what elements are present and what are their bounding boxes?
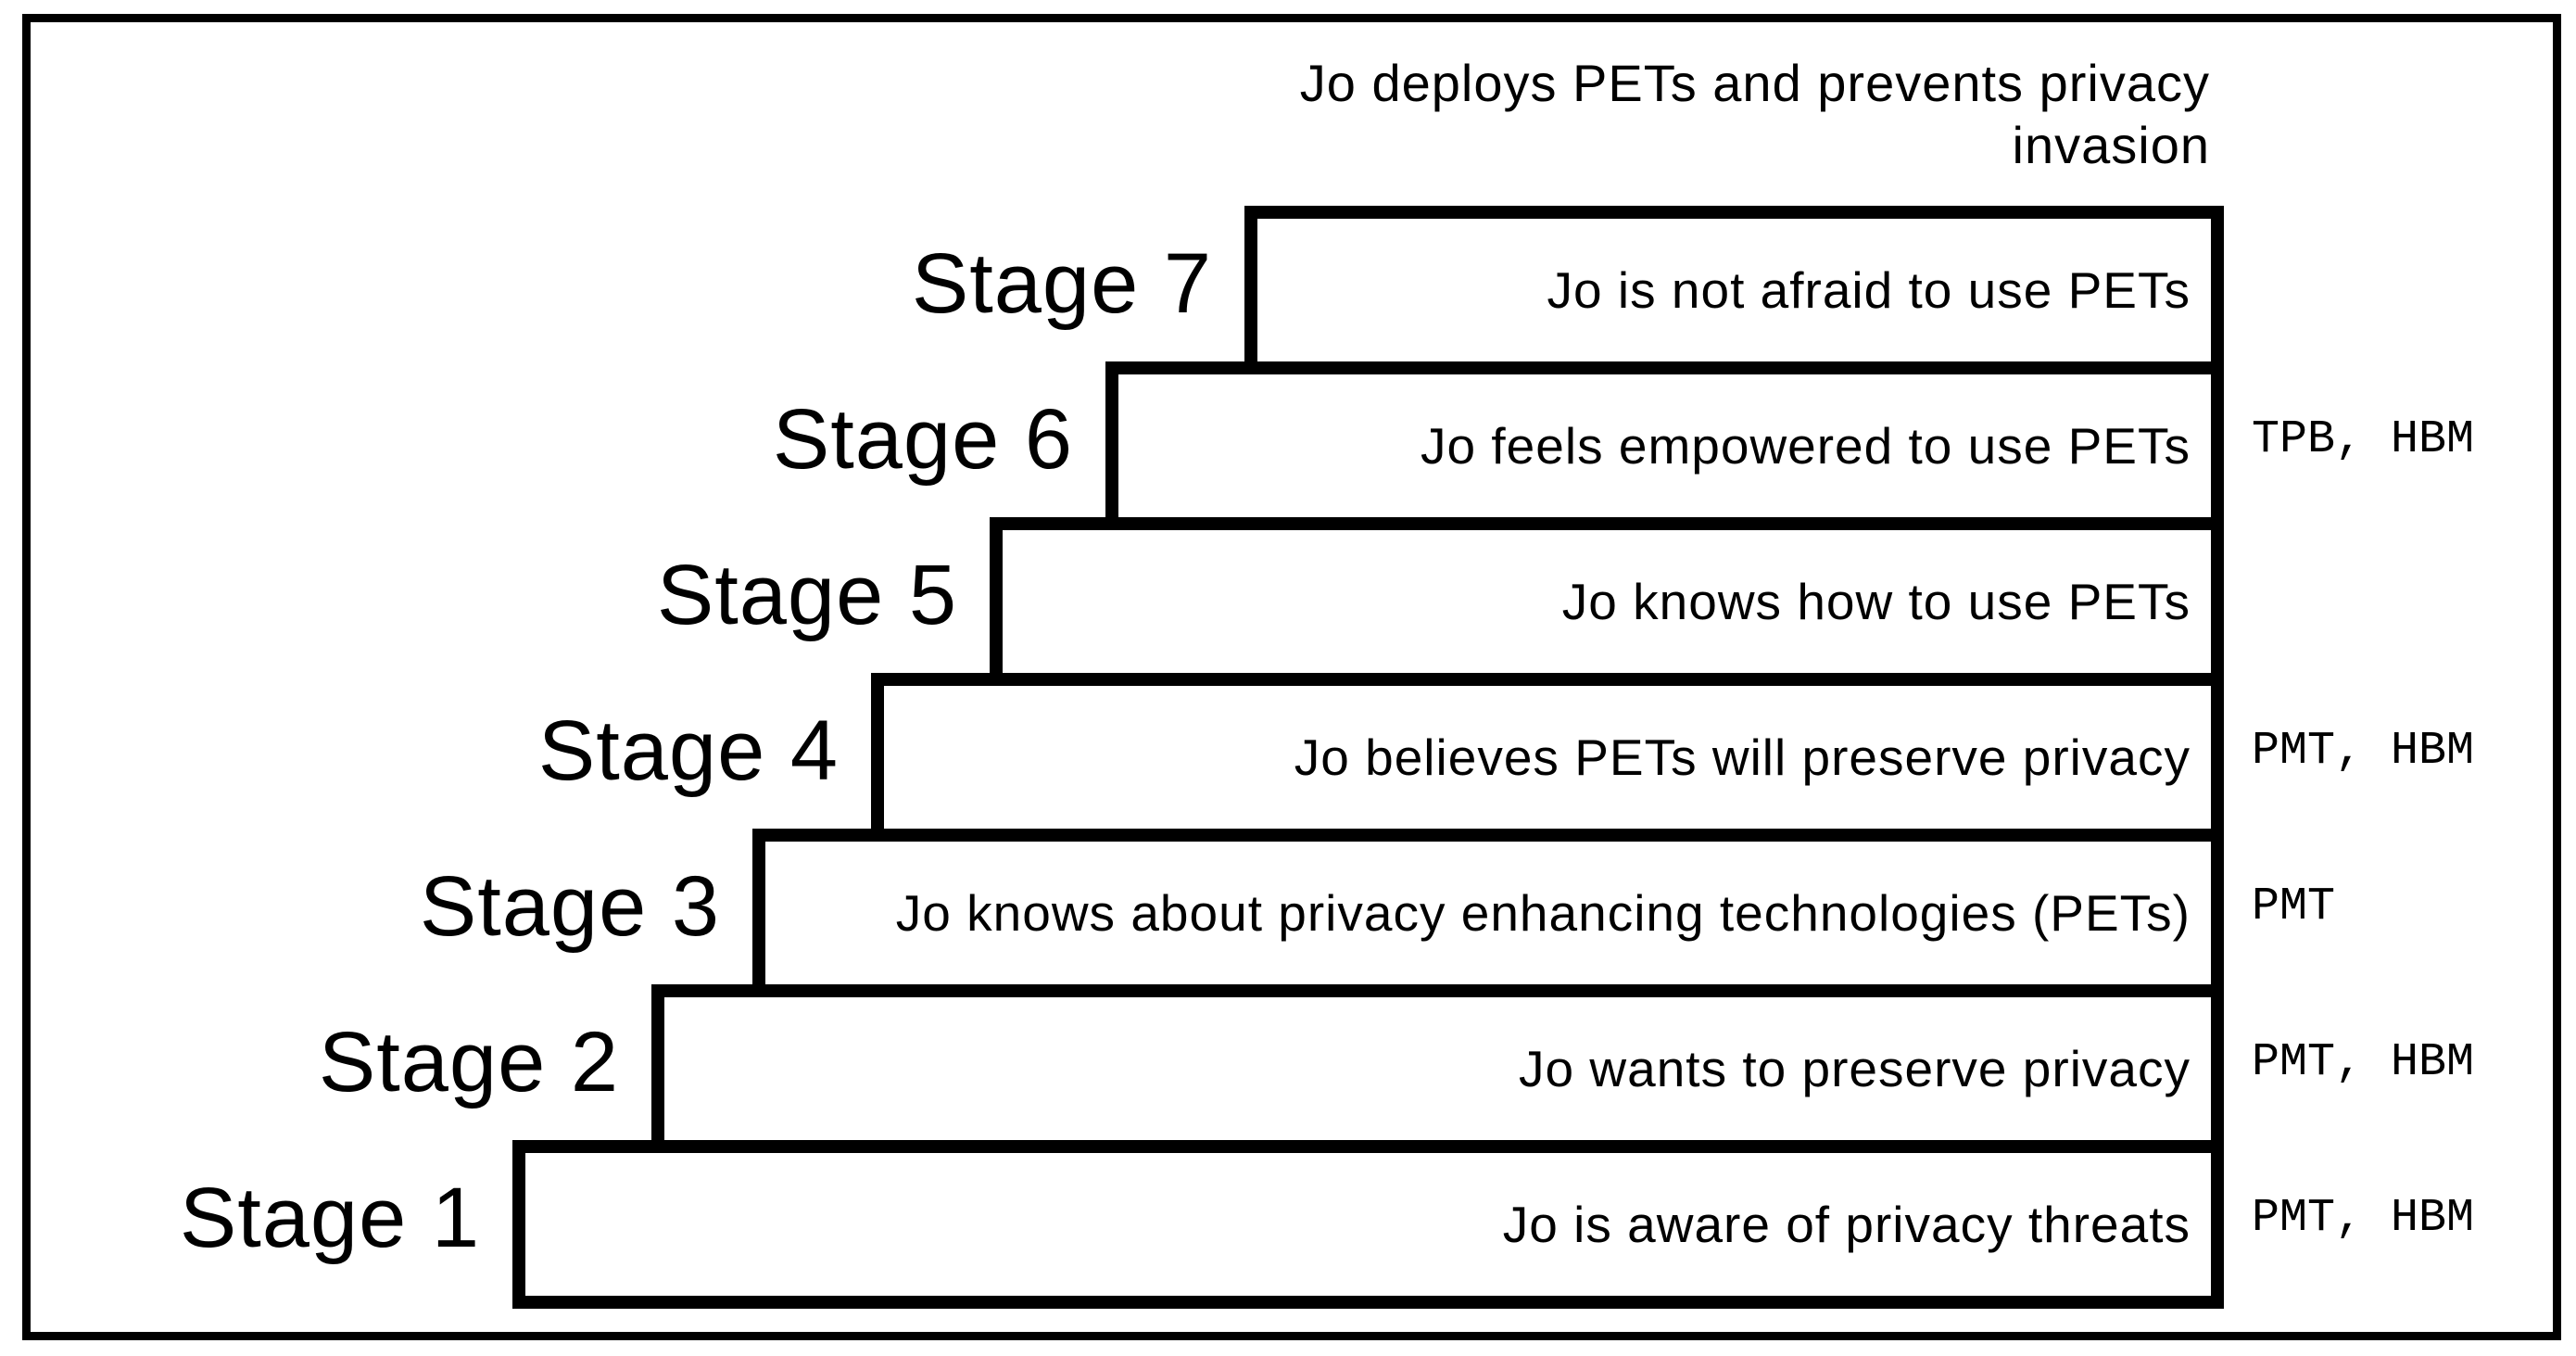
stage-2-theory-label: PMT, HBM — [2252, 1035, 2475, 1089]
stage-1-theory-label: PMT, HBM — [2252, 1191, 2475, 1245]
stage-4-box: Jo believes PETs will preserve privacy — [871, 673, 2224, 842]
stage-3-box: Jo knows about privacy enhancing technol… — [752, 829, 2224, 997]
stage-6-label: Stage 6 — [772, 391, 1073, 487]
outcome-line-1: Jo deploys PETs and prevents privacy — [1299, 54, 2210, 112]
stage-5-label: Stage 5 — [656, 547, 957, 642]
stage-1-box: Jo is aware of privacy threats — [512, 1140, 2224, 1309]
stage-6-theory-label: TPB, HBM — [2252, 412, 2475, 466]
stage-4-description: Jo believes PETs will preserve privacy — [1294, 729, 2191, 786]
stage-5-box: Jo knows how to use PETs — [990, 517, 2224, 686]
stage-5-theory-label — [2252, 517, 2567, 673]
stage-3-theory-label: PMT — [2252, 880, 2336, 933]
outcome-annotation: Jo deploys PETs and prevents privacy inv… — [927, 52, 2210, 176]
stage-6-description: Jo feels empowered to use PETs — [1421, 417, 2191, 475]
stage-7-description: Jo is not afraid to use PETs — [1547, 261, 2191, 319]
stage-1-label: Stage 1 — [179, 1170, 480, 1265]
stage-4-label: Stage 4 — [537, 703, 839, 798]
diagram-frame — [22, 14, 2561, 1340]
stage-2-label: Stage 2 — [318, 1014, 619, 1109]
stage-7-label: Stage 7 — [911, 235, 1212, 331]
stage-4-theory-label: PMT, HBM — [2252, 724, 2475, 778]
stage-1-description: Jo is aware of privacy threats — [1502, 1196, 2191, 1253]
stage-6-box: Jo feels empowered to use PETs — [1105, 361, 2224, 530]
stage-2-description: Jo wants to preserve privacy — [1519, 1040, 2191, 1097]
stage-7-box: Jo is not afraid to use PETs — [1244, 206, 2224, 374]
stage-5-description: Jo knows how to use PETs — [1561, 573, 2191, 630]
stage-2-box: Jo wants to preserve privacy — [651, 984, 2224, 1153]
stage-3-description: Jo knows about privacy enhancing technol… — [895, 884, 2191, 942]
stage-7-theory-label — [2252, 206, 2567, 361]
outcome-line-2: invasion — [2012, 116, 2210, 174]
stage-3-label: Stage 3 — [419, 858, 720, 954]
